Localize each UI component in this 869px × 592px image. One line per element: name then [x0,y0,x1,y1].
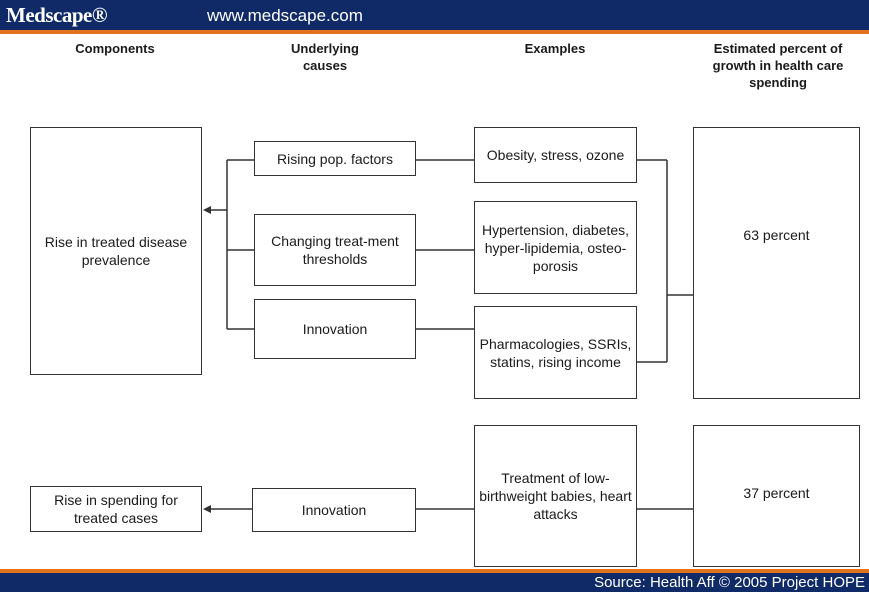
cause-box: Innovation [252,488,416,532]
column-header-percent: Estimated percent of growth in health ca… [712,41,844,90]
percent-value: 37 percent [743,485,810,501]
arrow-left-icon [203,206,211,214]
column-header-causes: Underlying causes [291,41,359,73]
percent-value: 63 percent [743,227,810,243]
source-citation: Source: Health Aff © 2005 Project HOPE [594,574,865,591]
footer-bar: Source: Health Aff © 2005 Project HOPE [0,573,869,592]
column-header-components: Components [75,41,155,56]
example-box: Pharmacologies, SSRIs, statins, rising i… [474,306,637,399]
site-url[interactable]: www.medscape.com [207,6,363,25]
percent-box: 37 percent [693,425,860,567]
medscape-logo[interactable]: Medscape® [6,3,108,27]
header-divider [0,30,869,34]
component-spending-box: Rise in spending for treated cases [30,486,202,532]
example-box: Hypertension, diabetes, hyper-lipidemia,… [474,201,637,294]
cause-box: Rising pop. factors [254,141,416,176]
column-header-examples: Examples [524,41,586,56]
footer-divider [0,569,869,573]
example-box: Obesity, stress, ozone [474,127,637,183]
cause-box: Innovation [254,299,416,359]
example-box: Treatment of low-birthweight babies, hea… [474,425,637,567]
arrow-left-icon [203,505,211,513]
percent-box: 63 percent [693,127,860,399]
header-bar: Medscape® www.medscape.com [0,0,869,30]
cause-box: Changing treat-ment thresholds [254,214,416,286]
component-prevalence-box: Rise in treated disease prevalence [30,127,202,375]
